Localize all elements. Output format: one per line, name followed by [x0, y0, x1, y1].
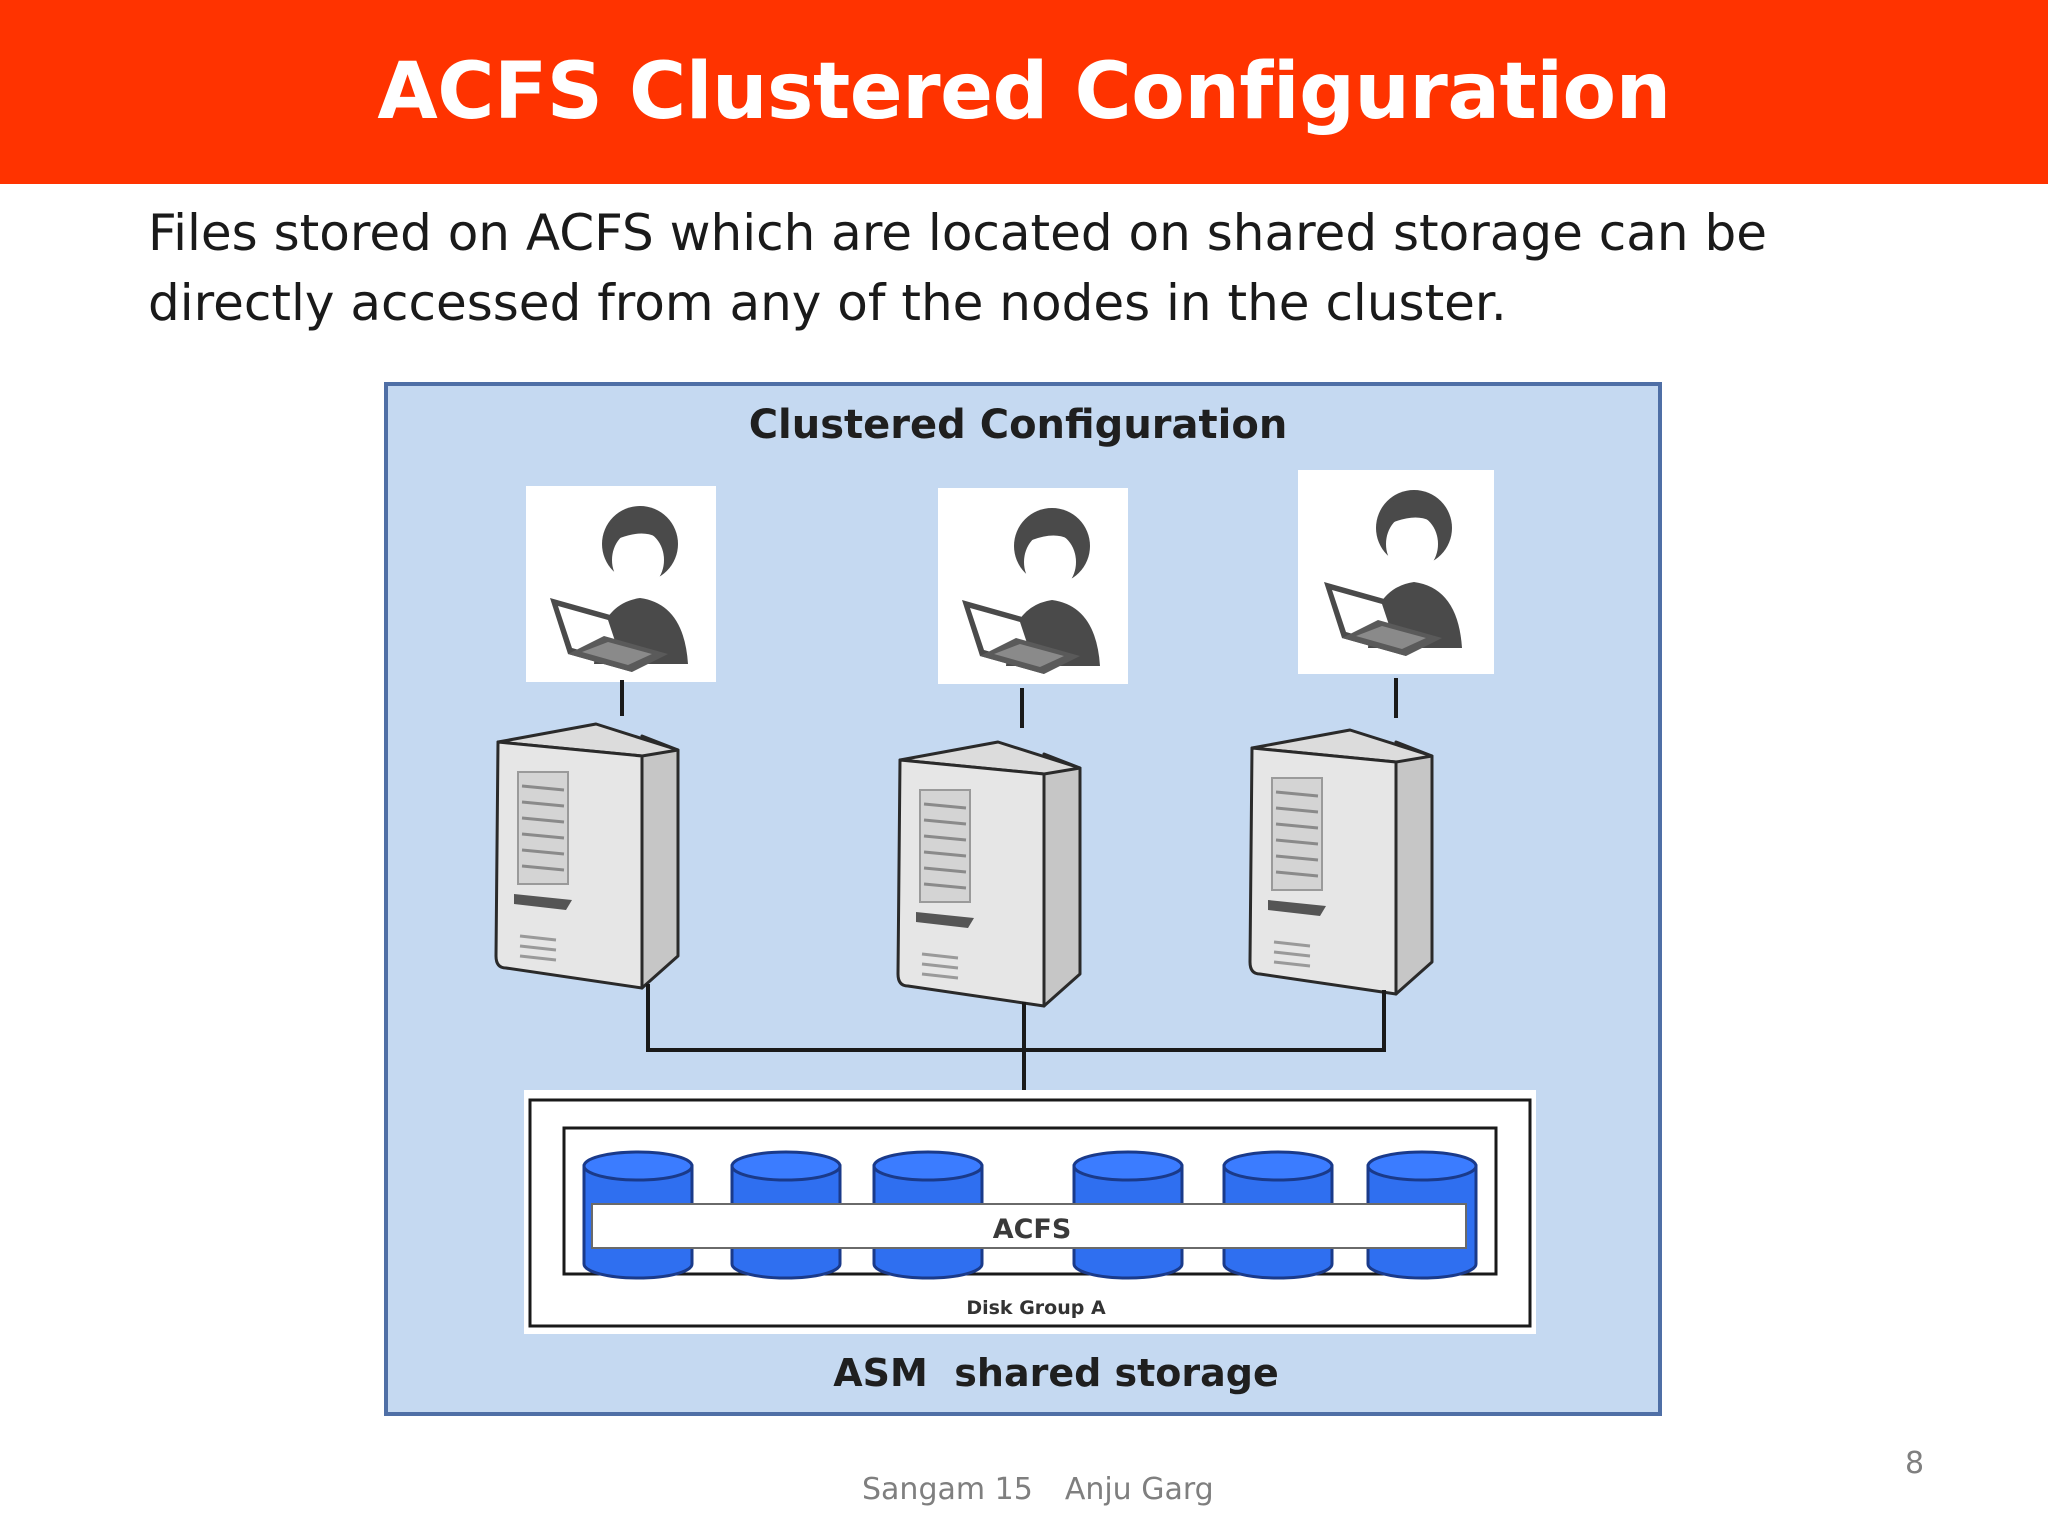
body-text: Files stored on ACFS which are located o…	[148, 204, 1767, 332]
storage-outer-box	[528, 1098, 1532, 1328]
storage-label: ASM shared storage	[833, 1351, 1279, 1395]
disk-group-box	[562, 1126, 1498, 1276]
server-node-3-icon	[1248, 728, 1434, 996]
cluster-diagram: Clustered Configuration	[384, 382, 1662, 1416]
footer: Sangam 15 Anju Garg	[862, 1472, 1214, 1507]
acfs-label: ACFS	[993, 1214, 1072, 1245]
server-node-1-icon	[494, 722, 680, 990]
cluster-interconnect	[646, 984, 1386, 1052]
page-number: 8	[1905, 1446, 1925, 1481]
server-node-2-icon	[896, 740, 1082, 1008]
slide-title: ACFS Clustered Configuration	[377, 47, 1671, 137]
title-bar: ACFS Clustered Configuration	[0, 0, 2048, 184]
footer-author: Anju Garg	[1064, 1472, 1214, 1507]
footer-event: Sangam 15	[862, 1472, 1033, 1507]
client-3	[1298, 470, 1494, 674]
client-2	[938, 488, 1128, 684]
acfs-band	[591, 1203, 1467, 1249]
diagram-heading: Clustered Configuration	[749, 402, 1288, 448]
disk-group-label: Disk Group A	[966, 1297, 1106, 1319]
client-1	[526, 486, 716, 682]
